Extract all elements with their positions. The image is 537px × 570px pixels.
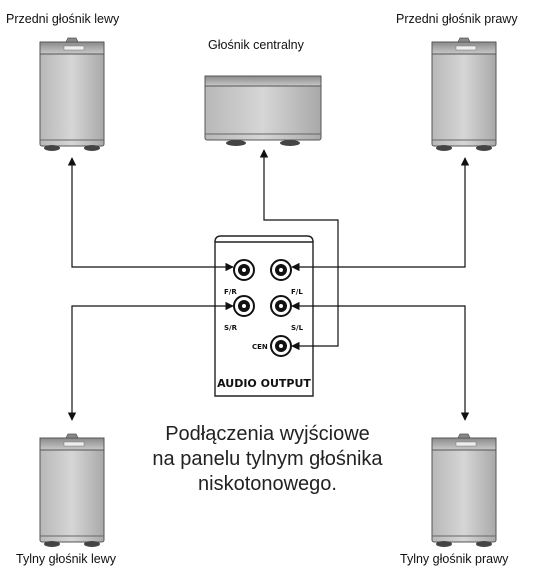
jack-fr-label: F/R [224, 288, 237, 296]
front-right-speaker-label: Przedni głośnik prawy [396, 12, 518, 26]
jack-sr-label: S/R [224, 324, 238, 332]
diagram-caption: Podłączenia wyjściowe na panelu tylnym g… [150, 422, 385, 497]
jack-sl[interactable] [270, 295, 292, 317]
jack-cen-label: CEN [252, 343, 268, 351]
jack-cen[interactable] [270, 335, 292, 357]
rear-left-speaker-label: Tylny głośnik lewy [16, 552, 117, 566]
jack-fr[interactable] [233, 259, 255, 281]
caption-line-1: Podłączenia wyjściowe [165, 423, 370, 445]
panel-title: AUDIO OUTPUT [217, 377, 311, 390]
front-left-speaker-label: Przedni głośnik lewy [6, 12, 120, 26]
rear-right-speaker-label: Tylny głośnik prawy [400, 552, 509, 566]
center-speaker-icon [204, 75, 322, 146]
caption-line-2: na panelu tylnym głośnika [152, 448, 383, 470]
jack-sr[interactable] [233, 295, 255, 317]
jack-fl-label: F/L [291, 288, 303, 296]
wire-rear-right [291, 301, 470, 421]
rear-right-speaker-icon [431, 433, 497, 548]
audio-output-panel [214, 235, 314, 397]
caption-line-3: niskotonowego. [198, 473, 337, 495]
center-speaker-label: Głośnik centralny [208, 38, 304, 52]
front-right-speaker-icon [431, 37, 497, 152]
wire-front-right [291, 157, 470, 272]
wire-front-left [67, 157, 234, 272]
jack-fl[interactable] [270, 259, 292, 281]
jack-sl-label: S/L [291, 324, 304, 332]
front-left-speaker-icon [39, 37, 105, 152]
wire-center [259, 149, 339, 351]
rear-left-speaker-icon [39, 433, 105, 548]
wire-rear-left [67, 301, 234, 421]
